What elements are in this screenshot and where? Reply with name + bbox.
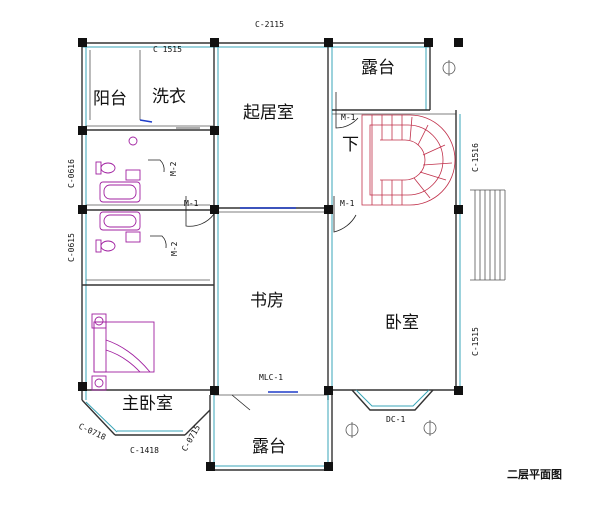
label-top-window: C-2115 [255,20,284,29]
doors [148,92,359,411]
room-bedroom: 卧室 [385,313,419,333]
label-door-m1-living: M-1 [341,113,356,122]
room-living: 起居室 [243,103,294,123]
label-window-west-1: C-0616 [67,159,76,188]
label-window-laundry: C 1515 [153,45,182,54]
drawing-caption: 二层平面图 [507,468,562,481]
room-balcony-small: 阳台 [93,89,127,109]
columns [78,38,463,471]
label-window-sw: C-0718 [77,422,107,442]
label-door-dc: DC-1 [386,415,405,424]
label-door-mlc: MLC-1 [259,373,283,382]
room-master-bedroom: 主卧室 [122,394,173,414]
label-window-east-1: C-1516 [471,143,480,172]
label-door-m1-study: M-1 [184,199,199,208]
drain-symbols [345,60,456,438]
windows [139,119,298,393]
label-window-east-2: C-1515 [471,327,480,356]
label-door-m2-a: M-2 [169,161,178,176]
master-bed [91,313,155,391]
room-terrace-top: 露台 [361,58,395,78]
label-window-bottom: C-1418 [130,446,159,455]
label-door-m2-b: M-2 [170,241,179,256]
spiral-stair [361,114,456,206]
room-study: 书房 [250,291,284,311]
room-terrace-bottom: 露台 [252,437,286,457]
walls [81,42,506,471]
bathroom-fixtures [95,136,141,253]
label-window-bottom-2: C-0715 [180,423,202,453]
room-laundry: 洗衣 [152,87,186,107]
label-door-m1-stair: M-1 [340,199,355,208]
label-window-west-2: C-0615 [67,233,76,262]
stair-down-label: 下 [342,135,359,155]
